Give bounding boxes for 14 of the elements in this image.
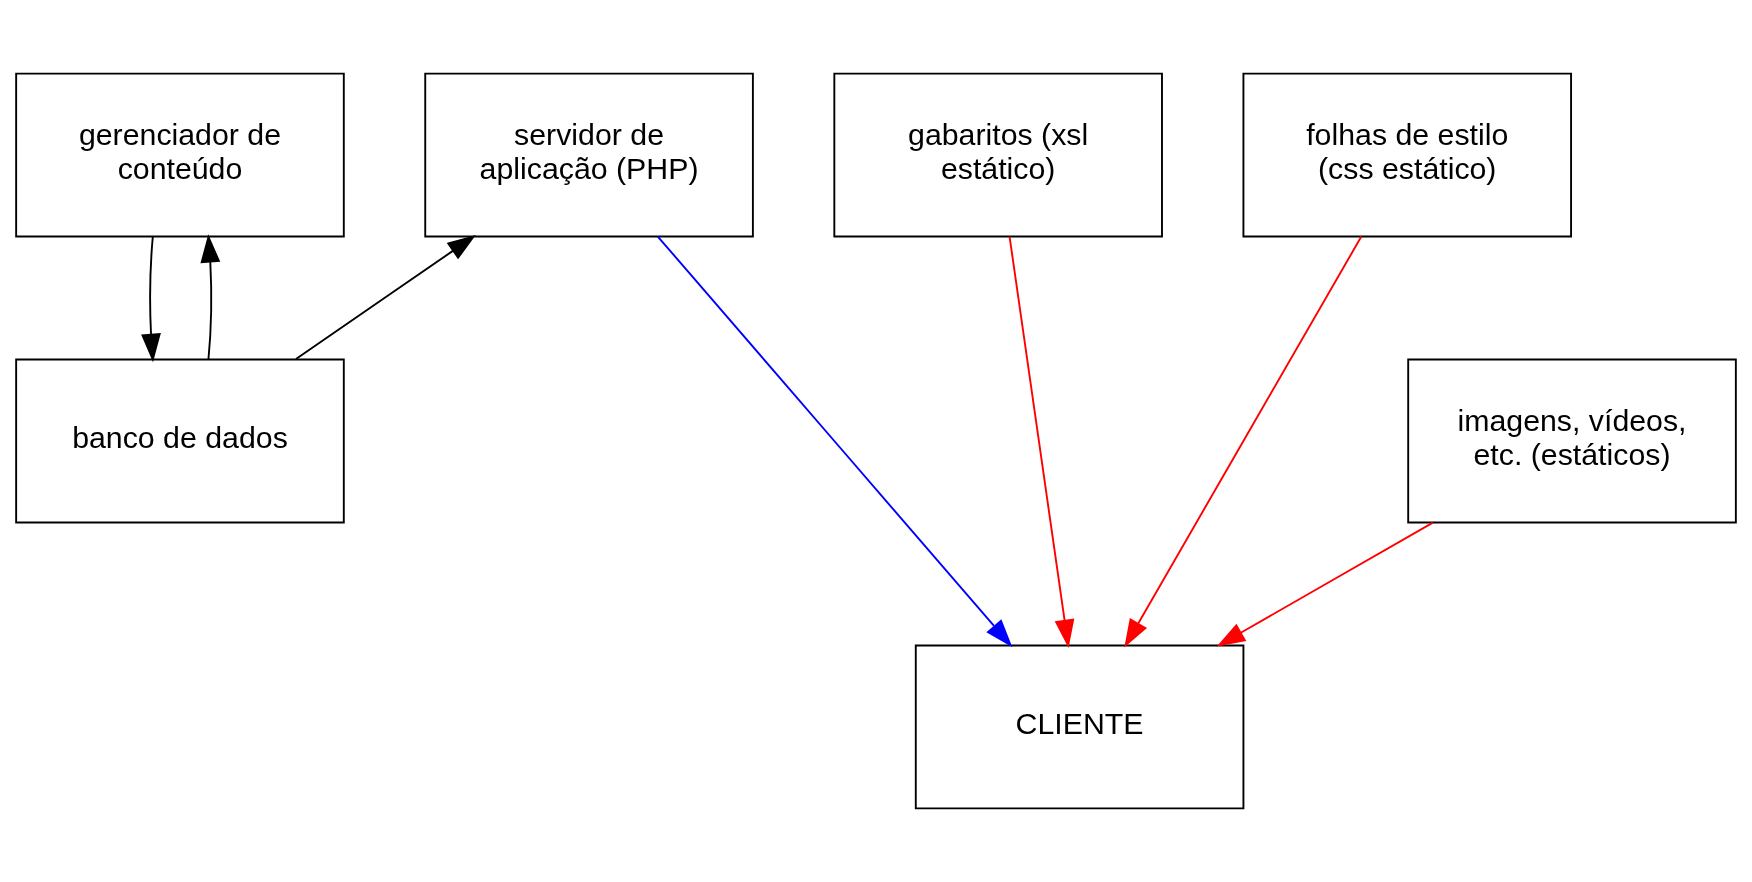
- node-box: gabaritos (xsl estático): [833, 72, 1163, 238]
- arrow: [200, 234, 221, 361]
- arrow: [1008, 235, 1075, 648]
- arrow: [1216, 521, 1434, 647]
- node-box: CLIENTE: [914, 644, 1245, 810]
- node-box: gerenciador de conteúdo: [15, 72, 345, 238]
- node-box: imagens, vídeos, etc. (estáticos): [1407, 358, 1737, 524]
- arrow: [295, 235, 476, 361]
- node-box: banco de dados: [15, 358, 345, 524]
- node-box: servidor de aplicação (PHP): [424, 72, 754, 238]
- node-box: folhas de estilo (css estático): [1242, 72, 1573, 238]
- arrow: [656, 235, 1013, 648]
- arrow: [141, 236, 161, 363]
- arrow: [1124, 235, 1363, 648]
